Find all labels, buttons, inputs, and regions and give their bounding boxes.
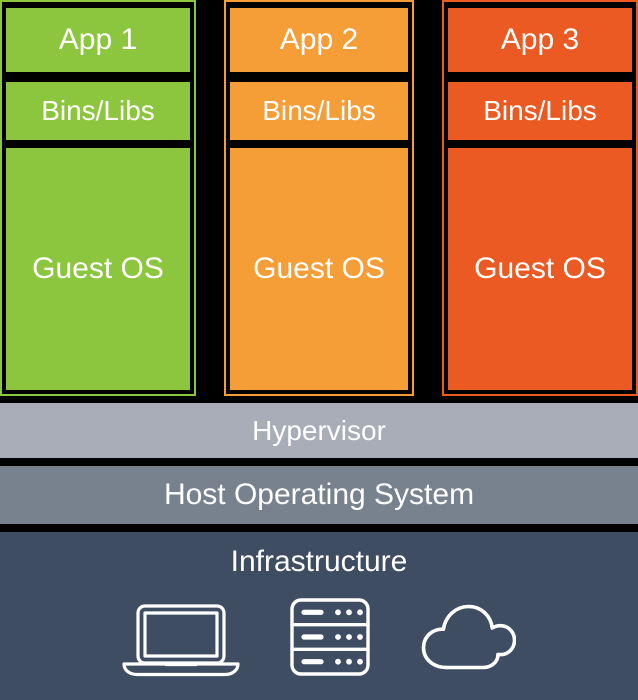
vm-3-bins-block: Bins/Libs xyxy=(448,82,632,140)
vm-1-app-block: App 1 xyxy=(6,8,190,72)
cloud-icon xyxy=(420,601,516,673)
infrastructure-layer: Infrastructure xyxy=(0,532,638,700)
vm-2-guest-os-label: Guest OS xyxy=(253,252,385,285)
vm-1-app-label: App 1 xyxy=(58,23,138,56)
vm-3-bins-label: Bins/Libs xyxy=(483,95,597,126)
infrastructure-icons xyxy=(0,597,638,677)
vm-3-app-label: App 3 xyxy=(500,23,580,56)
vm-column-1: App 1 Bins/Libs Guest OS xyxy=(0,0,196,396)
vm-3-guest-os-block: Guest OS xyxy=(448,148,632,390)
vm-1-guest-os-label: Guest OS xyxy=(32,252,164,285)
vm-2-bins-label: Bins/Libs xyxy=(262,95,376,126)
host-operating-system-layer: Host Operating System xyxy=(0,466,638,524)
vm-column-2: App 2 Bins/Libs Guest OS xyxy=(224,0,414,396)
vm-1-bins-label: Bins/Libs xyxy=(41,95,155,126)
vm-2-bins-block: Bins/Libs xyxy=(230,82,408,140)
vm-2-app-block: App 2 xyxy=(230,8,408,72)
hypervisor-label: Hypervisor xyxy=(252,414,386,446)
vm-columns-row: App 1 Bins/Libs Guest OS App 2 Bins/Libs… xyxy=(0,0,638,396)
vm-1-bins-block: Bins/Libs xyxy=(6,82,190,140)
hypervisor-layer: Hypervisor xyxy=(0,403,638,458)
vm-2-guest-os-block: Guest OS xyxy=(230,148,408,390)
vm-3-guest-os-label: Guest OS xyxy=(474,252,606,285)
infrastructure-label: Infrastructure xyxy=(230,545,408,578)
vm-1-guest-os-block: Guest OS xyxy=(6,148,190,390)
server-icon xyxy=(288,597,372,677)
vm-3-app-block: App 3 xyxy=(448,8,632,72)
vm-2-app-label: App 2 xyxy=(279,23,359,56)
host-operating-system-label: Host Operating System xyxy=(163,478,475,511)
laptop-icon xyxy=(122,597,240,677)
vm-column-3: App 3 Bins/Libs Guest OS xyxy=(442,0,638,396)
